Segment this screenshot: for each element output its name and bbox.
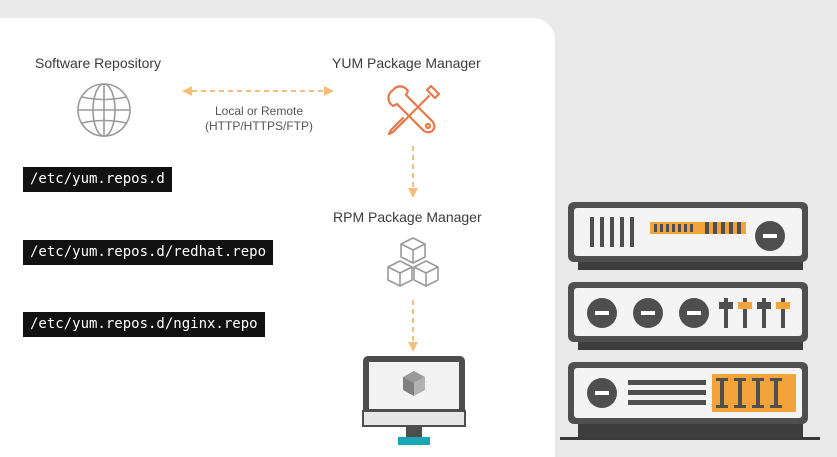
yum-repos-dir-path: /etc/yum.repos.d bbox=[23, 167, 172, 192]
software-repository-label: Software Repository bbox=[35, 55, 162, 71]
redhat-repo-path: /etc/yum.repos.d/redhat.repo bbox=[23, 240, 274, 265]
server-rack-icon bbox=[560, 200, 828, 450]
rpm-package-manager-label: RPM Package Manager bbox=[333, 209, 482, 225]
globe-icon bbox=[76, 82, 132, 138]
connection-label: Local or Remote (HTTP/HTTPS/FTP) bbox=[203, 104, 315, 134]
connection-label-line2: (HTTP/HTTPS/FTP) bbox=[205, 119, 313, 133]
connection-label-line1: Local or Remote bbox=[214, 104, 304, 118]
server-unit-1 bbox=[568, 202, 808, 262]
wrench-screwdriver-icon bbox=[383, 82, 443, 140]
yum-to-rpm-arrow bbox=[406, 146, 420, 198]
server-unit-2 bbox=[568, 282, 808, 342]
yum-package-manager-label: YUM Package Manager bbox=[332, 55, 481, 71]
server-unit-3 bbox=[568, 362, 808, 424]
package-boxes-icon bbox=[384, 235, 442, 293]
rpm-to-client-arrow bbox=[406, 300, 420, 352]
computer-monitor-icon bbox=[362, 355, 466, 447]
bidirectional-dashed-arrow bbox=[182, 84, 334, 98]
nginx-repo-path: /etc/yum.repos.d/nginx.repo bbox=[23, 312, 265, 337]
